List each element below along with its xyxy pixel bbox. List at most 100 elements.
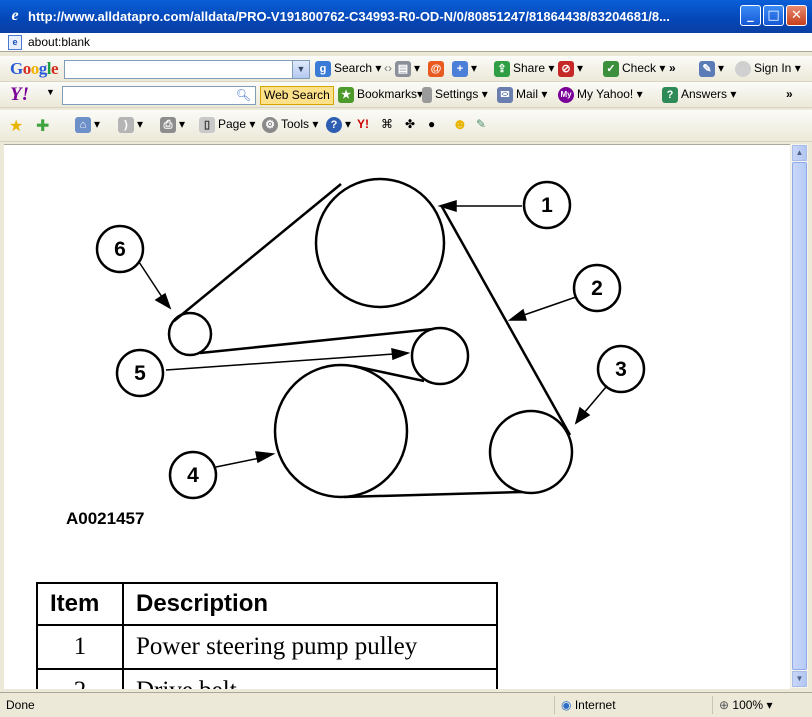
callout-label-2: 2 <box>591 277 603 300</box>
belt-segment <box>343 490 523 499</box>
status-bar: Done ◉ Internet ⊕ 100% ▾ <box>0 692 812 717</box>
belt-segment <box>353 364 425 383</box>
item-number: 1 <box>36 624 124 670</box>
more-chevron-icon[interactable]: » <box>786 87 793 101</box>
title-bar: e http://www.alldatapro.com/alldata/PRO-… <box>0 0 812 33</box>
research-icon[interactable]: ⌘ <box>381 117 393 131</box>
vertical-scrollbar[interactable]: ▲ ▼ <box>790 144 808 688</box>
mail-button[interactable]: ✉Mail ▾ <box>497 87 547 103</box>
callout-leader <box>523 296 577 316</box>
bookmark-icon: ★ <box>338 87 354 103</box>
legend-table: Item Description 1 Power steering pump p… <box>36 582 498 689</box>
messenger-icon[interactable]: ✤ <box>405 117 416 131</box>
yahoo-search-input[interactable]: 🔍︎ <box>62 86 256 105</box>
help-button[interactable]: ?▾ <box>326 117 351 133</box>
close-button[interactable]: ✕ <box>786 5 807 26</box>
gear-icon: ⚙ <box>262 117 278 133</box>
column-header-item: Item <box>36 582 124 626</box>
address-bar[interactable]: e about:blank <box>0 33 812 52</box>
zoom-control[interactable]: ⊕ 100% ▾ <box>712 696 812 714</box>
callout-label-4: 4 <box>187 464 199 487</box>
page-icon: ▯ <box>199 117 215 133</box>
popup-blocked-icon: ⊘ <box>558 61 574 77</box>
page-content: 1 2 3 4 5 6 A0021457 Item Description 1 … <box>4 144 790 689</box>
callout-circle <box>168 450 218 500</box>
sign-in-button[interactable]: Sign In ▾ <box>735 61 801 77</box>
feeds-button[interactable]: )▾ <box>118 117 143 133</box>
print-button[interactable]: ⎙▾ <box>160 117 185 133</box>
yahoo-mini-icon[interactable]: Y! <box>357 117 369 131</box>
share-icon: ⇪ <box>494 61 510 77</box>
popup-blocker-button[interactable]: ⊘▾ <box>558 61 583 77</box>
spell-check-button[interactable]: ✓Check ▾ <box>603 61 665 77</box>
callout-label-3: 3 <box>615 358 627 381</box>
callout-circle <box>596 344 646 394</box>
favorites-star-icon[interactable]: ★ <box>9 118 24 135</box>
ie-icon: e <box>11 7 19 24</box>
figure-id: A0021457 <box>66 509 145 528</box>
chevron-down-icon[interactable]: ▼ <box>46 87 55 97</box>
add-favorites-icon[interactable]: ✚ <box>36 118 50 135</box>
arrowhead <box>437 199 457 213</box>
arrowhead <box>255 451 276 464</box>
more-chevron-icon[interactable]: » <box>669 61 676 75</box>
page-menu-button[interactable]: ▯Page ▾ <box>199 117 255 133</box>
add-button[interactable]: +▾ <box>452 61 477 77</box>
callout-leader <box>583 386 607 414</box>
callout-label-6: 6 <box>114 238 126 261</box>
arrowhead <box>507 308 528 321</box>
google-logo[interactable]: Google <box>10 59 59 78</box>
wrench-button[interactable]: ✎▾ <box>699 61 724 77</box>
plus-icon: + <box>452 61 468 77</box>
arrowhead <box>574 406 591 425</box>
answers-button[interactable]: ?Answers ▾ <box>662 87 736 103</box>
mail-icon: ✉ <box>497 87 513 103</box>
page-icon: e <box>8 35 22 50</box>
home-button[interactable]: ⌂▾ <box>75 117 100 133</box>
window-title: http://www.alldatapro.com/alldata/PRO-V1… <box>28 9 670 24</box>
callout-circle <box>522 180 572 230</box>
settings-button[interactable]: Settings ▾ <box>422 87 488 103</box>
web-search-button[interactable]: Web Search <box>260 86 334 105</box>
answers-icon: ? <box>662 87 678 103</box>
security-zone[interactable]: ◉ Internet <box>554 696 715 714</box>
callout-label-1: 1 <box>541 194 553 217</box>
callout-label-5: 5 <box>134 362 146 385</box>
callout-leader <box>165 353 395 371</box>
search-icon[interactable]: 🔍︎ <box>235 88 251 102</box>
home-icon: ⌂ <box>75 117 91 133</box>
globe-icon: ◉ <box>561 698 572 712</box>
belt-segment <box>173 183 342 322</box>
bookmarks-button[interactable]: ★Bookmarks▾ <box>338 87 423 103</box>
yahoo-logo[interactable]: Y! <box>10 84 29 105</box>
arrowhead <box>391 348 411 361</box>
tools-menu-button[interactable]: ⚙Tools ▾ <box>262 117 318 133</box>
page-options-button[interactable]: ▤▾ <box>395 61 420 77</box>
minimize-button[interactable]: _ <box>740 5 761 26</box>
idler-pulley-right <box>410 326 470 386</box>
printer-icon: ⎙ <box>160 117 176 133</box>
user-icon <box>735 61 751 77</box>
smiley-icon[interactable]: ☻ <box>452 116 468 133</box>
pagerank-button[interactable]: @ <box>428 61 447 77</box>
chat-bubble-icon[interactable]: ● <box>428 117 436 131</box>
my-yahoo-icon: My <box>558 87 574 103</box>
address-text[interactable]: about:blank <box>28 35 91 49</box>
ie-command-bar: ★ ✚ ⌂▾ )▾ ⎙▾ ▯Page ▾ ⚙Tools ▾ ?▾ Y! ⌘ ✤ … <box>0 110 812 142</box>
share-button[interactable]: ⇪Share ▾ <box>494 61 554 77</box>
scroll-up-arrow-icon[interactable]: ▲ <box>792 145 807 161</box>
blog-icon[interactable]: ✎ <box>476 117 487 131</box>
maximize-button[interactable]: □ <box>763 5 784 26</box>
item-description: Drive belt <box>122 668 498 689</box>
callout-circle <box>572 263 622 313</box>
table-header-row: Item Description <box>36 582 498 626</box>
scroll-thumb[interactable] <box>792 162 807 670</box>
google-search-input[interactable]: ▼ <box>64 60 310 79</box>
item-number: 2 <box>36 668 124 689</box>
chevron-down-icon[interactable]: ▼ <box>292 61 309 78</box>
belt-routing-diagram: 1 2 3 4 5 6 <box>95 177 646 500</box>
scroll-down-arrow-icon[interactable]: ▼ <box>792 671 807 687</box>
